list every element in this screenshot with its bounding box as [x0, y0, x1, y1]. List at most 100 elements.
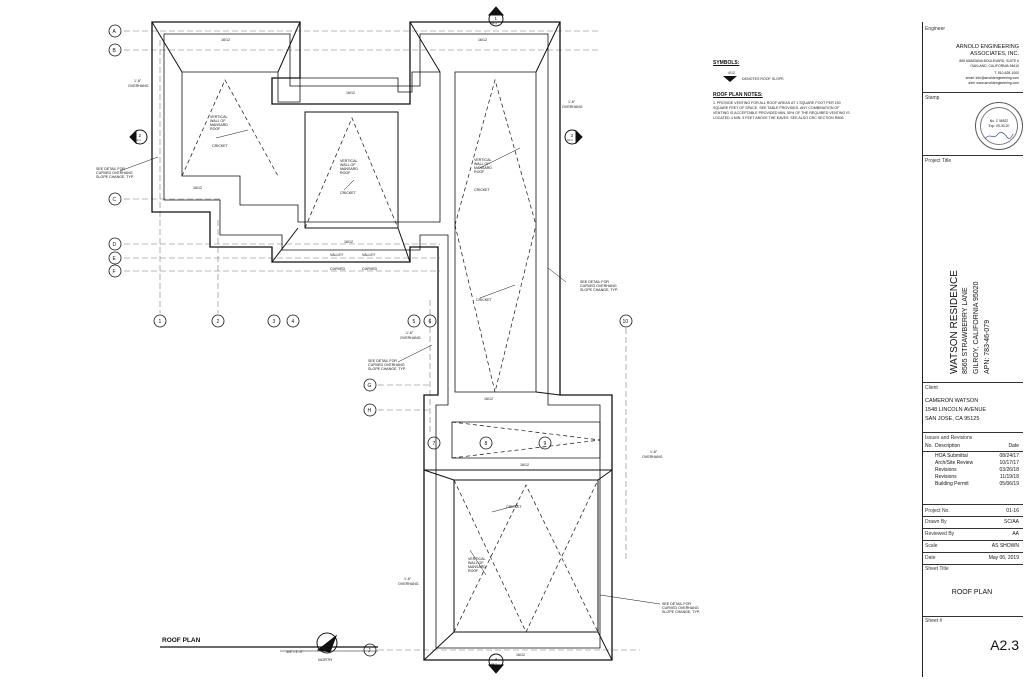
scale-value: AS SHOWN	[991, 543, 1019, 549]
section-mark-num: 4	[495, 657, 498, 662]
plan-title: ROOF PLAN	[162, 637, 201, 644]
issues-label: Issues and Revisions	[925, 435, 973, 441]
note-line: VENTING IS ACCEPTABLE PROVIDED MIN. 50% …	[713, 110, 850, 115]
slope-symbol-desc: DENOTES ROOF SLOPE	[742, 77, 784, 81]
project-title-label: Project Title	[925, 158, 952, 164]
overhang-word: OVERHANG	[562, 105, 583, 109]
slope-label: 16/12	[344, 240, 353, 244]
plan-scale: 1/4"=1'-0"	[286, 649, 304, 654]
overhang-dim: 1'-6"	[568, 100, 576, 104]
section-mark-num: 1	[495, 16, 498, 21]
detail-note: CURVED OVERHANG	[96, 171, 133, 175]
project-no-label: Project No.	[925, 508, 950, 514]
slope-label: 16/12	[478, 38, 487, 42]
wall-label: MANSARD	[210, 123, 228, 127]
grid-row-a: A	[113, 29, 117, 35]
sheet-no-label: Sheet #	[925, 618, 943, 624]
wall-label: VERTICAL	[474, 158, 492, 162]
grid-col-7: 7	[433, 441, 436, 447]
cricket-label: CRICKET	[212, 144, 229, 148]
grid-row-j: J	[368, 648, 371, 654]
project-apn: APN: 783-46-079	[984, 319, 991, 374]
cricket-label: CRICKET	[506, 505, 523, 509]
sheet-title-label: Sheet Title	[925, 566, 949, 572]
detail-note: SLOPE CHANGE, TYP.	[368, 367, 406, 371]
grid-row-e: E	[113, 256, 117, 262]
symbols-heading: SYMBOLS:	[713, 60, 740, 66]
wall-label: ROOF	[210, 127, 221, 131]
sheet-number: A2.3	[990, 637, 1019, 653]
wall-label: VERTICAL	[210, 115, 228, 119]
slope-label: 16/12	[520, 463, 529, 467]
north-label: NORTH	[318, 657, 332, 662]
stamp-number: No. C 56537	[989, 119, 1009, 123]
grid-col-3: 3	[273, 319, 276, 325]
cricket-label: CRICKET	[474, 188, 491, 192]
slope-label: 16/12	[346, 91, 355, 95]
section-mark-num: 3	[571, 133, 574, 138]
curved-label: CURVED	[362, 267, 378, 271]
wall-label: ROOF	[340, 171, 351, 175]
note-line: LOCATED 4 MIN. 3 FEET ABOVE THE EAVES. S…	[713, 115, 845, 120]
detail-note: SEE DETAIL FOR	[368, 359, 397, 363]
issues-header: No. Description Date	[925, 443, 1019, 450]
grid-col-6: 6	[429, 319, 432, 325]
reviewed-by: AA	[1012, 531, 1019, 537]
detail-note: CURVED OVERHANG	[580, 284, 617, 288]
valley-label: VALLEY	[330, 253, 344, 257]
engineer-name: ARNOLD ENGINEERING	[956, 44, 1019, 50]
slope-label: 16/12	[193, 186, 202, 190]
slope-label: 16/12	[484, 397, 493, 401]
title-block: Engineer ARNOLD ENGINEERING ASSOCIATES, …	[922, 22, 1023, 677]
client-label: Client	[925, 385, 938, 391]
wall-label: WALL OF	[210, 119, 226, 123]
engineer-web: web: www.arnoldengineering.com	[968, 81, 1019, 85]
stamp-expiry: Exp. 09-30-20	[988, 124, 1010, 128]
issues-col-date: Date	[1008, 443, 1019, 449]
section-mark-sheet: A4.1	[491, 21, 497, 25]
grid-col-8: 8	[485, 441, 488, 447]
engineer-address-1: 808 MANDANA BOULEVARD, SUITE 6	[959, 59, 1019, 63]
project-title: WATSON RESIDENCE	[949, 270, 960, 374]
engineer-email: email: info@arnoldengineering.com	[965, 76, 1019, 80]
date-label: Date	[925, 555, 936, 561]
overhang-word: OVERHANG	[128, 84, 149, 88]
grid-row-c: C	[113, 197, 117, 203]
roof-plan-drawing: A B C D E F G H J 1 2 3 4 5 6 7 8 9 10 1…	[96, 6, 700, 674]
detail-note: SLOPE CHANGE, TYP.	[662, 610, 700, 614]
overhang-dim: 1'-6"	[406, 331, 414, 335]
section-mark-sheet: A4.1	[567, 138, 573, 142]
date-value: May 06, 2019	[988, 555, 1019, 561]
overhang-word: OVERHANG	[398, 582, 419, 586]
cricket-label: CRICKET	[340, 191, 357, 195]
project-address-1: 8565 STRAWBERRY LANE	[962, 287, 969, 374]
engineer-name-2: ASSOCIATES, INC.	[970, 51, 1019, 57]
overhang-word: OVERHANG	[400, 336, 421, 340]
wall-label: VERTICAL	[340, 159, 358, 163]
grid-row-g: G	[368, 383, 372, 389]
issues-col-desc: Description	[935, 443, 961, 449]
wall-label: WALL OF	[340, 163, 356, 167]
engineer-stamp: No. C 56537 Exp. 09-30-20	[975, 102, 1023, 150]
notes-list: 1. PROVIDE VENTING FOR ALL ROOF AREAS AT…	[713, 101, 913, 120]
drawn-by-label: Drawn By	[925, 519, 947, 525]
wall-label: WALL OF	[468, 561, 484, 565]
slope-triangle-icon	[723, 76, 737, 82]
client-address-1: 1548 LINCOLN AVENUE	[925, 407, 987, 413]
engineer-label: Engineer	[925, 26, 946, 32]
slope-label: 16/12	[516, 653, 525, 657]
project-title-block: WATSON RESIDENCE 8565 STRAWBERRY LANE GI…	[948, 229, 1018, 379]
issues-col-no: No.	[925, 443, 933, 449]
wall-label: MANSARD	[468, 565, 486, 569]
overhang-word: OVERHANG	[642, 455, 663, 459]
project-address-2: GILROY, CALIFORNIA 95020	[973, 281, 980, 374]
grid-col-10: 10	[623, 319, 629, 325]
client-name: CAMERON WATSON	[925, 398, 979, 404]
wall-label: WALL OF	[474, 162, 490, 166]
stamp-label: Stamp	[925, 95, 940, 101]
detail-note: SEE DETAIL FOR	[580, 280, 609, 284]
section-mark-sheet: A4.1	[491, 662, 497, 666]
detail-note: SEE DETAIL FOR	[96, 167, 125, 171]
cricket-label: CRICKET	[476, 298, 493, 302]
grid-row-h: H	[368, 408, 372, 414]
